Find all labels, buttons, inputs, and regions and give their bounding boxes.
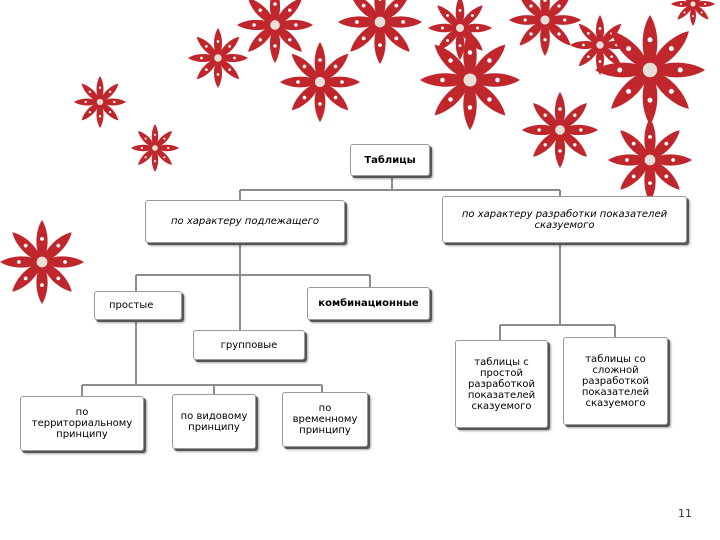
node-species: по видовому принципу: [172, 394, 256, 449]
flower-3: [509, 0, 581, 56]
flower-10: [522, 92, 598, 168]
node-root: Таблицы: [350, 144, 430, 176]
flower-11: [608, 118, 692, 202]
flower-7: [188, 28, 248, 88]
node-complex-predicate: таблицы со сложной разработкой показател…: [563, 337, 668, 425]
flower-5: [595, 15, 705, 125]
flower-1: [338, 0, 422, 64]
flower-12: [74, 76, 126, 128]
node-simple-predicate: таблицы с простой разработкой показателе…: [455, 340, 548, 428]
node-simple: простые: [94, 291, 182, 320]
flower-14: [0, 220, 84, 304]
flower-0: [237, 0, 313, 63]
page-number: 11: [678, 507, 692, 520]
flower-6: [671, 0, 715, 26]
flower-9: [420, 30, 520, 130]
flower-8: [280, 42, 360, 122]
flower-2: [428, 0, 492, 60]
node-combined: комбинационные: [307, 287, 430, 320]
node-temporal: по временному принципу: [282, 392, 368, 447]
node-by-subject: по характеру подлежащего: [145, 200, 345, 243]
flower-4: [570, 15, 630, 75]
node-territorial: по территориальному принципу: [20, 396, 144, 451]
flower-13: [131, 124, 179, 172]
node-group: групповые: [193, 330, 305, 360]
node-by-predicate: по характеру разработки показателей сказ…: [442, 196, 687, 243]
